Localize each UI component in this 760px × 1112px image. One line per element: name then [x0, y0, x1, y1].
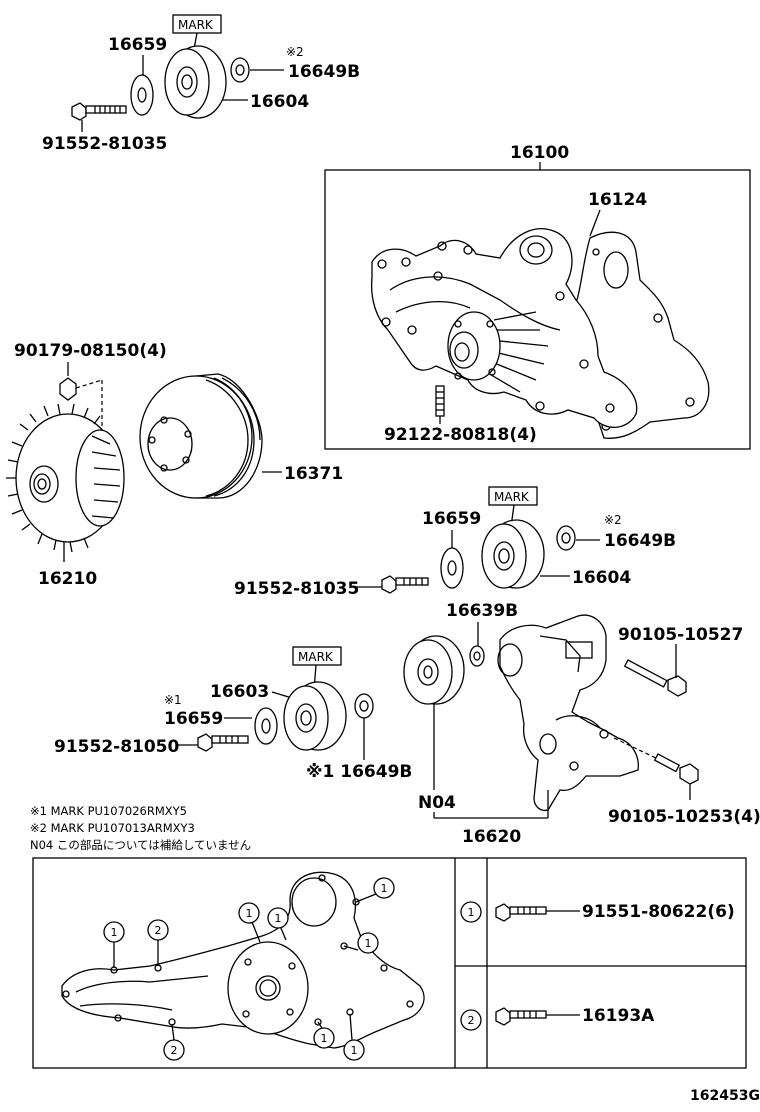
- callout-c8: 1: [313, 1027, 335, 1049]
- water-pump-body: [370, 228, 638, 428]
- label-16371: 16371: [284, 464, 343, 484]
- label-16639b: 16639B: [446, 601, 518, 621]
- legend-row-1: 1 91551-80622(6): [460, 901, 735, 923]
- fan-pulley-16371: [139, 373, 263, 499]
- bolt-91552-81035-top: [71, 102, 127, 121]
- fan-clutch-16210: [6, 403, 125, 553]
- label-16620: 16620: [462, 827, 521, 847]
- svg-text:1: 1: [351, 1044, 358, 1057]
- mark-box-low: [292, 646, 342, 666]
- mark-label-mid: MARK: [494, 490, 530, 504]
- figure-id: 162453G: [690, 1088, 760, 1104]
- stud-92122-80818: [435, 385, 445, 417]
- note-2: ※2 MARK PU107013ARMXY3: [30, 821, 195, 835]
- legend-row-2: 2 16193A: [460, 1006, 655, 1031]
- label-16604-mid: 16604: [572, 568, 631, 588]
- callout-c1: 1: [103, 921, 125, 943]
- legend-1-num: 1: [468, 906, 475, 919]
- label-16100: 16100: [510, 143, 569, 163]
- svg-text:1: 1: [111, 926, 118, 939]
- label-16659-low: 16659: [164, 709, 223, 729]
- legend-1-circle: [460, 901, 482, 923]
- label-16659-top: 16659: [108, 35, 167, 55]
- bolt-91552-81050: [197, 733, 249, 752]
- detail-box: [32, 857, 747, 1069]
- label-91552-81050: 91552-81050: [54, 737, 180, 757]
- bolt-location-detail: 1 2 1 1 1 1 2 1: [32, 857, 747, 1069]
- callout-c9: 1: [343, 1039, 365, 1061]
- label-16210: 16210: [38, 569, 97, 589]
- tensioner-bracket: [499, 614, 639, 812]
- washer-16659-low: [254, 707, 278, 745]
- label-16603: 16603: [210, 682, 269, 702]
- washer-16659-mid: [440, 547, 464, 589]
- sym2-mid: ※2: [604, 513, 622, 527]
- label-n04: N04: [418, 793, 456, 813]
- callout-c7: 2: [163, 1039, 185, 1061]
- label-16649b-mid: 16649B: [604, 531, 676, 551]
- washer-16649b-mid: [556, 525, 576, 551]
- label-16649b-top: 16649B: [288, 62, 360, 82]
- legend-2-circle: [460, 1009, 482, 1031]
- middle-idler-pulley-group: MARK 16659 ※2 16649B 16604 91552-81035: [234, 486, 676, 599]
- label-16649b-low: ※1 16649B: [306, 762, 412, 782]
- label-92122-80818: 92122-80818(4): [384, 425, 537, 445]
- legend-2-num: 2: [468, 1014, 475, 1027]
- label-91552-81035-mid: 91552-81035: [234, 579, 359, 599]
- callout-c2: 2: [147, 919, 169, 941]
- lower-idler-pulley-group: MARK ※1 16603 16659 ※1 16649B 91552-8105…: [54, 646, 412, 782]
- mark-label-low: MARK: [298, 650, 334, 664]
- washer-16649b-top: [230, 57, 250, 83]
- fan-clutch-group: 90179-08150(4) 16210: [6, 341, 343, 589]
- note-1: ※1 MARK PU107026RMXY5: [30, 804, 187, 818]
- washer-16639b: [469, 645, 485, 667]
- tensioner-pulley: [403, 635, 465, 705]
- sym2-top: ※2: [286, 45, 304, 59]
- sym1-low: ※1: [164, 693, 182, 707]
- svg-text:1: 1: [321, 1032, 328, 1045]
- water-pump-assembly-group: 16100 16124: [324, 143, 751, 450]
- callout-c3: 1: [238, 902, 260, 924]
- legend-2-part: 16193A: [582, 1006, 655, 1026]
- svg-text:2: 2: [171, 1044, 178, 1057]
- washer-16649b-low: [354, 693, 374, 719]
- label-16659-mid: 16659: [422, 509, 481, 529]
- legend-1-part: 91551-80622(6): [582, 902, 735, 922]
- note-3: N04 この部品については補給していません: [30, 838, 251, 852]
- label-16124: 16124: [588, 190, 647, 210]
- bolt-91552-81035-mid: [381, 575, 429, 594]
- label-16604-top: 16604: [250, 92, 309, 112]
- bolt-90105-10527: [623, 659, 687, 697]
- svg-text:2: 2: [155, 924, 162, 937]
- footnotes: ※1 MARK PU107026RMXY5 ※2 MARK PU107013AR…: [30, 804, 251, 852]
- label-90179-08150: 90179-08150(4): [14, 341, 167, 361]
- label-91552-81035-top: 91552-81035: [42, 134, 167, 154]
- tensioner-group: 16639B 90105-10527: [403, 601, 760, 847]
- pump-hub-bottom: [227, 941, 309, 1035]
- nut-90179-08150: [59, 377, 77, 401]
- svg-text:1: 1: [246, 907, 253, 920]
- callout-c6: 1: [357, 932, 379, 954]
- washer-16659-top: [130, 74, 154, 116]
- top-idler-pulley-group: 16659 MARK ※2 16649B 16604: [42, 14, 360, 154]
- label-90105-10527: 90105-10527: [618, 625, 743, 645]
- svg-text:1: 1: [381, 882, 388, 895]
- svg-text:1: 1: [365, 937, 372, 950]
- svg-text:1: 1: [275, 912, 282, 925]
- callout-c5: 1: [373, 877, 395, 899]
- bolt-90105-10253: [613, 737, 699, 785]
- mark-label-top: MARK: [178, 18, 214, 32]
- mark-box-mid: [488, 486, 538, 506]
- water-pump-box: [324, 169, 751, 450]
- callout-c4: 1: [267, 907, 289, 929]
- label-90105-10253: 90105-10253(4): [608, 807, 760, 827]
